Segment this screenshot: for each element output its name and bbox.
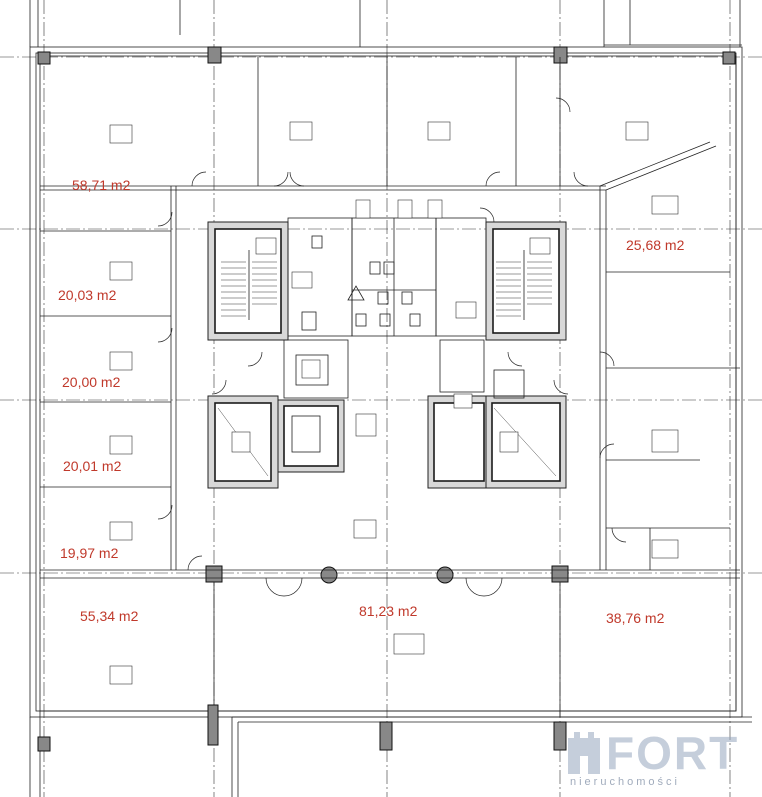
fort-logo: FORT nieruchomości [562, 724, 758, 794]
area-label-w2: 20,00 m2 [62, 374, 121, 390]
doors [157, 97, 627, 597]
area-label-nw: 58,71 m2 [72, 177, 131, 193]
room-tags [109, 121, 679, 685]
area-label-w1: 20,03 m2 [58, 287, 117, 303]
area-label-se: 38,76 m2 [606, 610, 665, 626]
logo-brand: FORT [606, 727, 740, 779]
area-label-sw: 55,34 m2 [80, 608, 139, 624]
area-label-ne: 25,68 m2 [626, 237, 685, 253]
area-label-w4: 19,97 m2 [60, 545, 119, 561]
exterior-walls [29, 0, 752, 797]
partitions [40, 57, 740, 717]
area-label-w3: 20,01 m2 [63, 458, 122, 474]
logo-tagline: nieruchomości [570, 776, 680, 788]
area-labels: 58,71 m2 20,03 m2 20,00 m2 20,01 m2 19,9… [58, 177, 685, 626]
fort-tower-icon [568, 732, 600, 774]
area-label-hall: 81,23 m2 [359, 603, 418, 619]
columns [37, 46, 736, 752]
